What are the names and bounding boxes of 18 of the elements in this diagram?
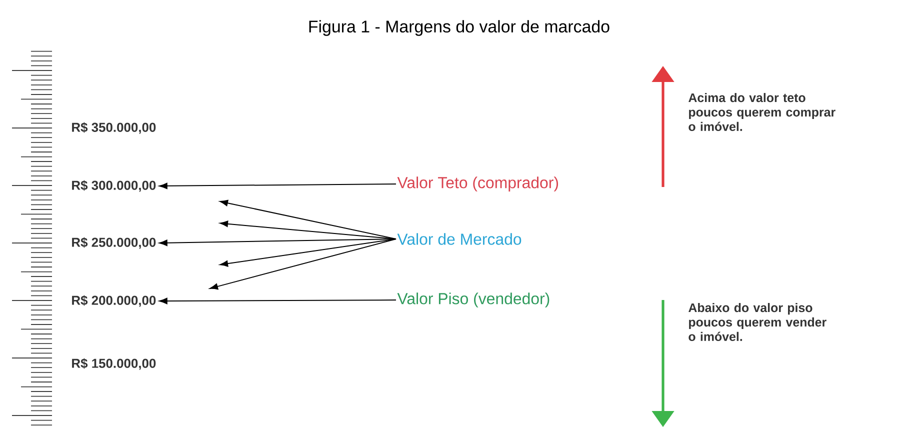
arrow xyxy=(159,182,396,190)
axis-label: R$ 200.000,00 xyxy=(72,295,156,307)
value-label: Valor de Mercado xyxy=(397,233,522,245)
arrow xyxy=(159,238,396,246)
note-text: Acima do valor teto poucos querem comprar o imóvel. xyxy=(688,92,836,132)
arrow xyxy=(159,298,396,304)
axis-label: R$ 350.000,00 xyxy=(72,122,156,134)
value-label: Valor Piso (vendedor) xyxy=(397,292,550,308)
arrow xyxy=(210,238,396,290)
arrow xyxy=(220,238,396,267)
arrow xyxy=(220,200,396,240)
arrow xyxy=(220,220,396,240)
axis-label: R$ 300.000,00 xyxy=(72,180,156,192)
axis-label: R$ 150.000,00 xyxy=(72,358,156,370)
note-text: Abaixo do valor piso poucos querem vender o imóvel. xyxy=(688,302,826,342)
title: Figura 1 - Margens do valor de marcado xyxy=(309,20,610,36)
value-label: Valor Teto (comprador) xyxy=(397,176,558,192)
axis-label: R$ 250.000,00 xyxy=(72,237,156,249)
